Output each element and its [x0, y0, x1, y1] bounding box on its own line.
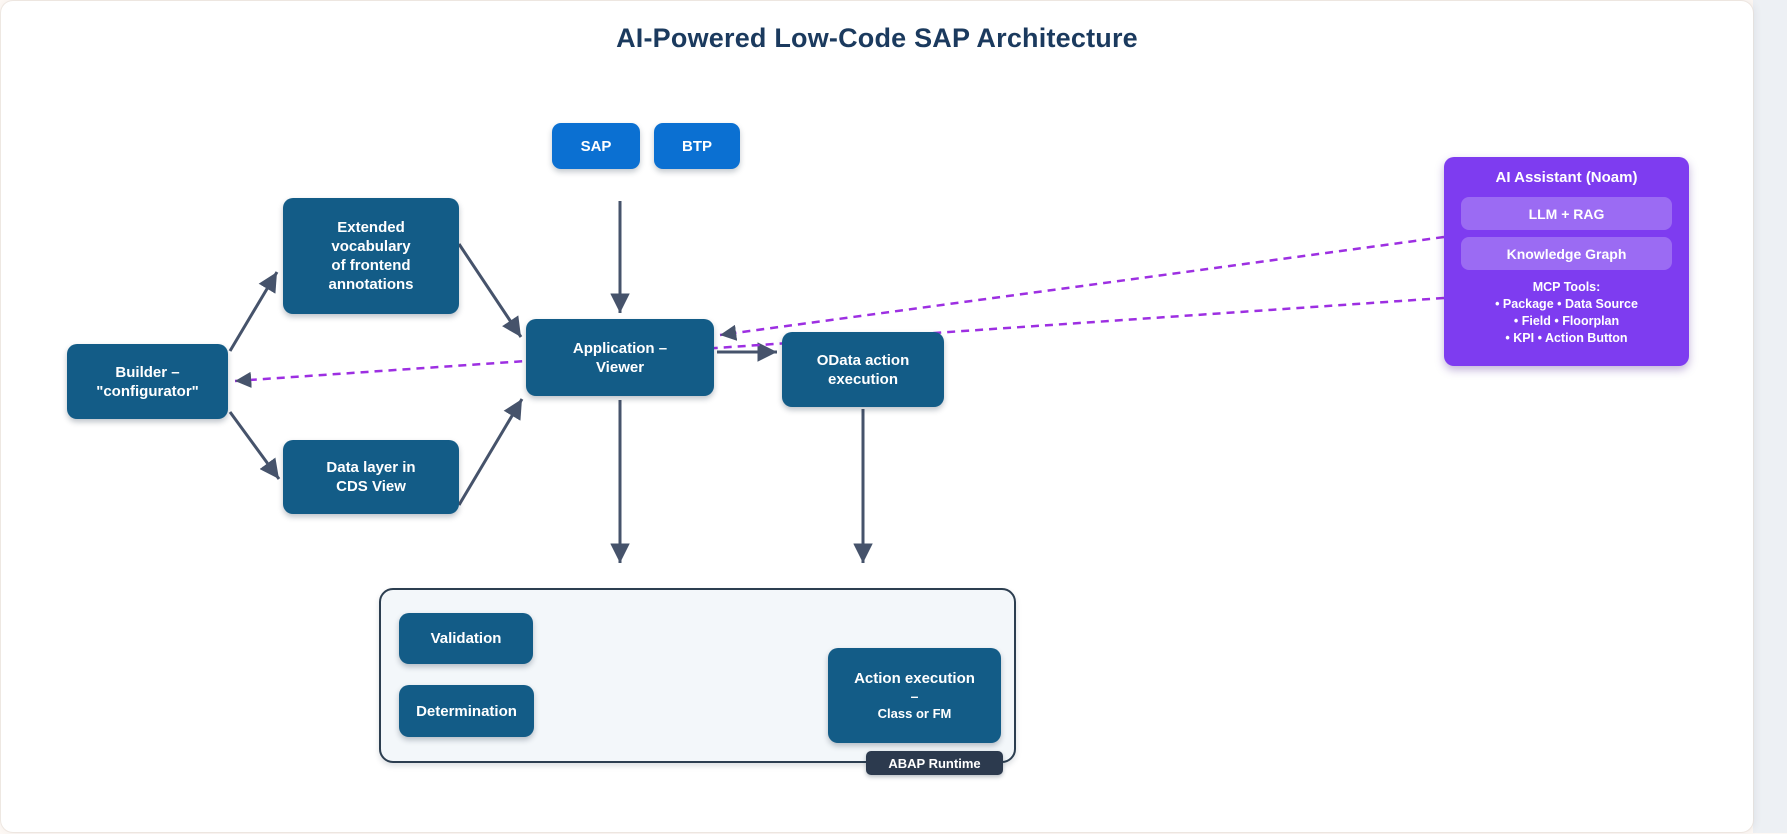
node-odata-line: OData action: [816, 351, 910, 369]
node-odata-action-execution[interactable]: OData action execution: [782, 332, 944, 407]
arrow-extended-vocabulary-to-application: [457, 243, 523, 338]
ai-chip-llm-rag-label: LLM + RAG: [1528, 205, 1605, 222]
node-application-viewer-line: Application –: [572, 339, 668, 357]
node-validation[interactable]: Validation: [399, 613, 533, 664]
node-action-execution-line: Action execution: [854, 669, 975, 687]
page-gutter: [1753, 0, 1787, 833]
ai-chip-knowledge-graph-label: Knowledge Graph: [1506, 245, 1627, 262]
dashed-connector-ai-to-application: [719, 235, 1445, 341]
node-application-viewer[interactable]: Application – Viewer: [526, 319, 714, 396]
ai-assistant-panel[interactable]: AI Assistant (Noam) LLM + RAG Knowledge …: [1444, 157, 1689, 366]
node-builder-line: "configurator": [96, 382, 199, 400]
node-extended-vocabulary-line: vocabulary: [331, 238, 411, 255]
ai-chip-knowledge-graph[interactable]: Knowledge Graph: [1461, 237, 1672, 270]
node-action-execution-sub: Class or FM: [877, 705, 952, 721]
node-data-layer-line: CDS View: [336, 478, 406, 495]
node-validation-label: Validation: [430, 630, 502, 647]
ai-chip-llm-rag[interactable]: LLM + RAG: [1461, 197, 1672, 230]
node-determination[interactable]: Determination: [399, 685, 534, 737]
node-data-layer-cds-view[interactable]: Data layer in CDS View: [283, 440, 459, 514]
diagram-canvas: AI-Powered Low-Code SAP Architecture SAP…: [1, 1, 1753, 832]
node-extended-vocabulary[interactable]: Extended vocabulary of frontend annotati…: [283, 198, 459, 314]
node-extended-vocabulary-line: annotations: [328, 276, 414, 293]
ai-assistant-title: AI Assistant (Noam): [1495, 169, 1638, 186]
node-btp-label: BTP: [682, 137, 712, 155]
node-builder-configurator[interactable]: Builder – "configurator": [67, 344, 228, 419]
node-extended-vocabulary-line: Extended: [337, 219, 405, 236]
mcp-tools-block: MCP Tools: • Package • Data Source • Fie…: [1461, 279, 1672, 347]
node-odata-line: execution: [827, 370, 899, 388]
diagram-card: AI-Powered Low-Code SAP Architecture SAP…: [1, 1, 1753, 832]
node-sap-label: SAP: [580, 137, 612, 155]
page-title: AI-Powered Low-Code SAP Architecture: [616, 23, 1138, 53]
node-action-execution-class-fm[interactable]: Action execution – Class or FM: [828, 648, 1001, 743]
mcp-tools-heading: MCP Tools:: [1532, 280, 1601, 294]
mcp-tools-line: • KPI • Action Button: [1505, 331, 1628, 345]
node-data-layer-line: Data layer in: [326, 459, 416, 476]
arrow-data-layer-to-application: [457, 398, 524, 506]
node-action-execution-dash: –: [910, 687, 919, 704]
node-extended-vocabulary-line: of frontend: [331, 257, 411, 274]
node-application-viewer-line: Viewer: [595, 358, 645, 376]
mcp-tools-line: • Field • Floorplan: [1513, 314, 1620, 328]
arrow-builder-to-data-layer: [228, 411, 281, 480]
abap-runtime-badge: ABAP Runtime: [866, 751, 1003, 775]
node-builder-line: Builder –: [115, 363, 180, 381]
abap-runtime-label: ABAP Runtime: [888, 755, 981, 771]
arrow-builder-to-extended-vocabulary: [228, 271, 279, 352]
node-determination-label: Determination: [416, 702, 517, 720]
mcp-tools-line: • Package • Data Source: [1495, 297, 1638, 311]
node-btp[interactable]: BTP: [654, 123, 740, 169]
node-sap[interactable]: SAP: [552, 123, 640, 169]
